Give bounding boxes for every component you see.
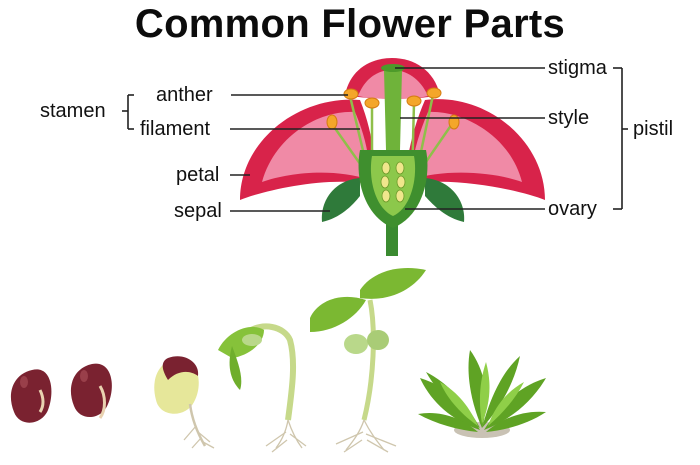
label-anther: anther xyxy=(156,84,213,106)
sepal-left xyxy=(321,178,360,222)
petal-right-inner xyxy=(410,111,522,182)
flower xyxy=(240,58,545,256)
label-pistil: pistil xyxy=(633,118,674,140)
label-sepal: sepal xyxy=(174,200,222,222)
pistil-style xyxy=(384,70,402,150)
label-stigma: stigma xyxy=(548,57,607,79)
flower-stem xyxy=(386,222,398,256)
seed-stage-1 xyxy=(10,369,52,423)
seedling-stage-5 xyxy=(310,268,426,453)
label-stamen: stamen xyxy=(40,100,106,122)
label-filament: filament xyxy=(140,118,211,140)
label-leader-lines xyxy=(122,67,628,212)
seedling-stage-4 xyxy=(218,323,307,453)
ovary-inner xyxy=(370,156,416,216)
page-title: Common Flower Parts xyxy=(134,2,566,46)
seed-stage-3 xyxy=(154,356,215,449)
seed-stage-2 xyxy=(70,363,112,419)
plant-stage-6 xyxy=(418,350,546,438)
label-petal: petal xyxy=(176,164,220,186)
anthers xyxy=(326,87,460,130)
sepal-right xyxy=(425,178,465,222)
germination-sequence xyxy=(10,268,546,453)
label-ovary: ovary xyxy=(548,198,597,220)
pistil-stigma xyxy=(381,64,405,72)
label-style: style xyxy=(548,107,590,129)
ovules xyxy=(380,161,406,203)
